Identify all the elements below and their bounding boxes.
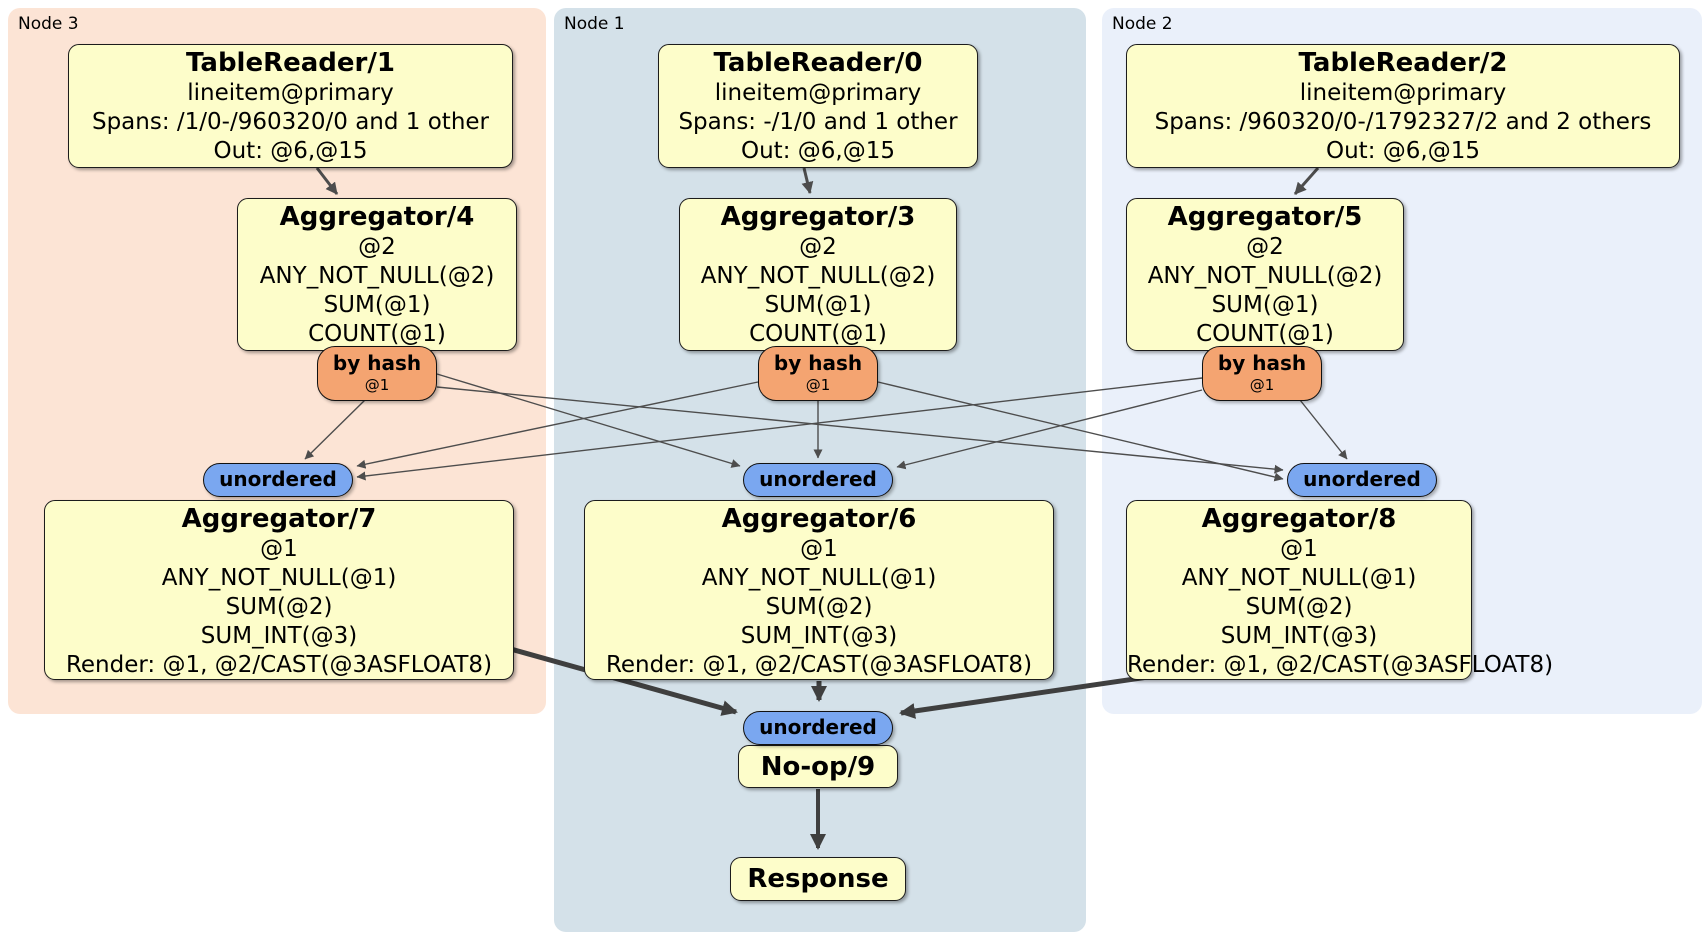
processor-detail-line: Out: @6,@15 (213, 138, 368, 164)
processor-detail-line: Spans: /1/0-/960320/0 and 1 other (91, 109, 490, 135)
processor-aggregator-5: Aggregator/5 @2 ANY_NOT_NULL(@2) SUM(@1)… (1126, 198, 1404, 351)
router-label: by hash (332, 351, 422, 375)
processor-aggregator-7: Aggregator/7 @1 ANY_NOT_NULL(@1) SUM(@2)… (44, 500, 514, 680)
processor-detail-line: SUM(@2) (1245, 594, 1353, 620)
processor-title: TableReader/1 (186, 48, 395, 78)
processor-detail-line: Spans: /960320/0-/1792327/2 and 2 others (1154, 109, 1652, 135)
processor-detail-line: @1 (800, 536, 838, 562)
processor-detail-line: ANY_NOT_NULL(@2) (259, 263, 495, 289)
processor-detail-line: Spans: -/1/0 and 1 other (678, 109, 958, 135)
processor-detail-line: ANY_NOT_NULL(@1) (1181, 565, 1417, 591)
processor-detail-line: Out: @6,@15 (1326, 138, 1480, 164)
processor-aggregator-4: Aggregator/4 @2 ANY_NOT_NULL(@2) SUM(@1)… (237, 198, 517, 351)
router-detail: @1 (805, 376, 831, 394)
processor-detail-line: SUM(@1) (323, 292, 431, 318)
processor-no-op-9: No-op/9 (738, 745, 898, 788)
processor-aggregator-6: Aggregator/6 @1 ANY_NOT_NULL(@1) SUM(@2)… (584, 500, 1054, 680)
processor-detail-line: SUM_INT(@3) (740, 623, 898, 649)
processor-detail-line: @2 (1246, 234, 1284, 260)
processor-detail-line: @2 (358, 234, 396, 260)
processor-detail-line: Render: @1, @2/CAST(@3ASFLOAT8) (65, 652, 493, 678)
processor-detail-line: SUM_INT(@3) (200, 623, 358, 649)
processor-detail-line: Render: @1, @2/CAST(@3ASFLOAT8) (1127, 652, 1554, 678)
stream-unordered-final: unordered (743, 711, 893, 745)
stream-unordered-node2: unordered (1287, 463, 1437, 497)
processor-detail-line: SUM(@1) (1211, 292, 1319, 318)
processor-detail-line: ANY_NOT_NULL(@2) (1147, 263, 1383, 289)
router-by-hash-node2: by hash @1 (1202, 346, 1322, 401)
processor-detail-line: SUM(@2) (765, 594, 873, 620)
processor-detail-line: lineitem@primary (187, 80, 394, 106)
processor-detail-line: Out: @6,@15 (741, 138, 895, 164)
stream-label: unordered (1303, 467, 1421, 491)
processor-detail-line: @1 (1280, 536, 1318, 562)
router-by-hash-node1: by hash @1 (758, 346, 878, 401)
processor-detail-line: lineitem@primary (1299, 80, 1507, 106)
processor-title: No-op/9 (760, 751, 876, 782)
processor-detail-line: ANY_NOT_NULL(@2) (700, 263, 936, 289)
processor-response: Response (730, 857, 906, 901)
router-label: by hash (773, 351, 863, 375)
processor-detail-line: @2 (799, 234, 837, 260)
processor-detail-line: @1 (260, 536, 298, 562)
region-label: Node 2 (1112, 14, 1173, 34)
processor-title: Response (747, 864, 889, 894)
processor-title: Aggregator/3 (720, 202, 916, 232)
processor-detail-line: COUNT(@1) (749, 321, 887, 347)
processor-detail-line: SUM_INT(@3) (1220, 623, 1378, 649)
processor-detail-line: Render: @1, @2/CAST(@3ASFLOAT8) (605, 652, 1033, 678)
processor-aggregator-3: Aggregator/3 @2 ANY_NOT_NULL(@2) SUM(@1)… (679, 198, 957, 351)
stream-unordered-node1: unordered (743, 463, 893, 497)
processor-title: TableReader/2 (1298, 48, 1508, 78)
stream-unordered-node3: unordered (203, 463, 353, 497)
region-label: Node 1 (564, 14, 625, 34)
processor-title: TableReader/0 (713, 48, 923, 78)
processor-detail-line: COUNT(@1) (1196, 321, 1334, 347)
stream-label: unordered (759, 715, 877, 739)
processor-title: Aggregator/8 (1201, 504, 1397, 534)
processor-detail-line: ANY_NOT_NULL(@1) (701, 565, 937, 591)
region-label: Node 3 (18, 14, 79, 34)
processor-tablereader-2: TableReader/2 lineitem@primary Spans: /9… (1126, 44, 1680, 168)
processor-detail-line: COUNT(@1) (308, 321, 446, 347)
processor-title: Aggregator/7 (181, 504, 377, 534)
router-label: by hash (1217, 351, 1307, 375)
stream-label: unordered (759, 467, 877, 491)
processor-detail-line: lineitem@primary (714, 80, 922, 106)
processor-title: Aggregator/4 (279, 202, 475, 232)
processor-detail-line: SUM(@1) (764, 292, 872, 318)
processor-title: Aggregator/6 (721, 504, 917, 534)
processor-title: Aggregator/5 (1167, 202, 1363, 232)
processor-tablereader-1: TableReader/1 lineitem@primary Spans: /1… (68, 44, 513, 168)
processor-aggregator-8: Aggregator/8 @1 ANY_NOT_NULL(@1) SUM(@2)… (1126, 500, 1554, 680)
router-detail: @1 (1249, 376, 1275, 394)
stream-label: unordered (219, 467, 337, 491)
router-detail: @1 (364, 376, 390, 394)
processor-tablereader-0: TableReader/0 lineitem@primary Spans: -/… (658, 44, 978, 168)
processor-detail-line: SUM(@2) (225, 594, 333, 620)
router-by-hash-node3: by hash @1 (317, 346, 437, 401)
processor-detail-line: ANY_NOT_NULL(@1) (161, 565, 397, 591)
